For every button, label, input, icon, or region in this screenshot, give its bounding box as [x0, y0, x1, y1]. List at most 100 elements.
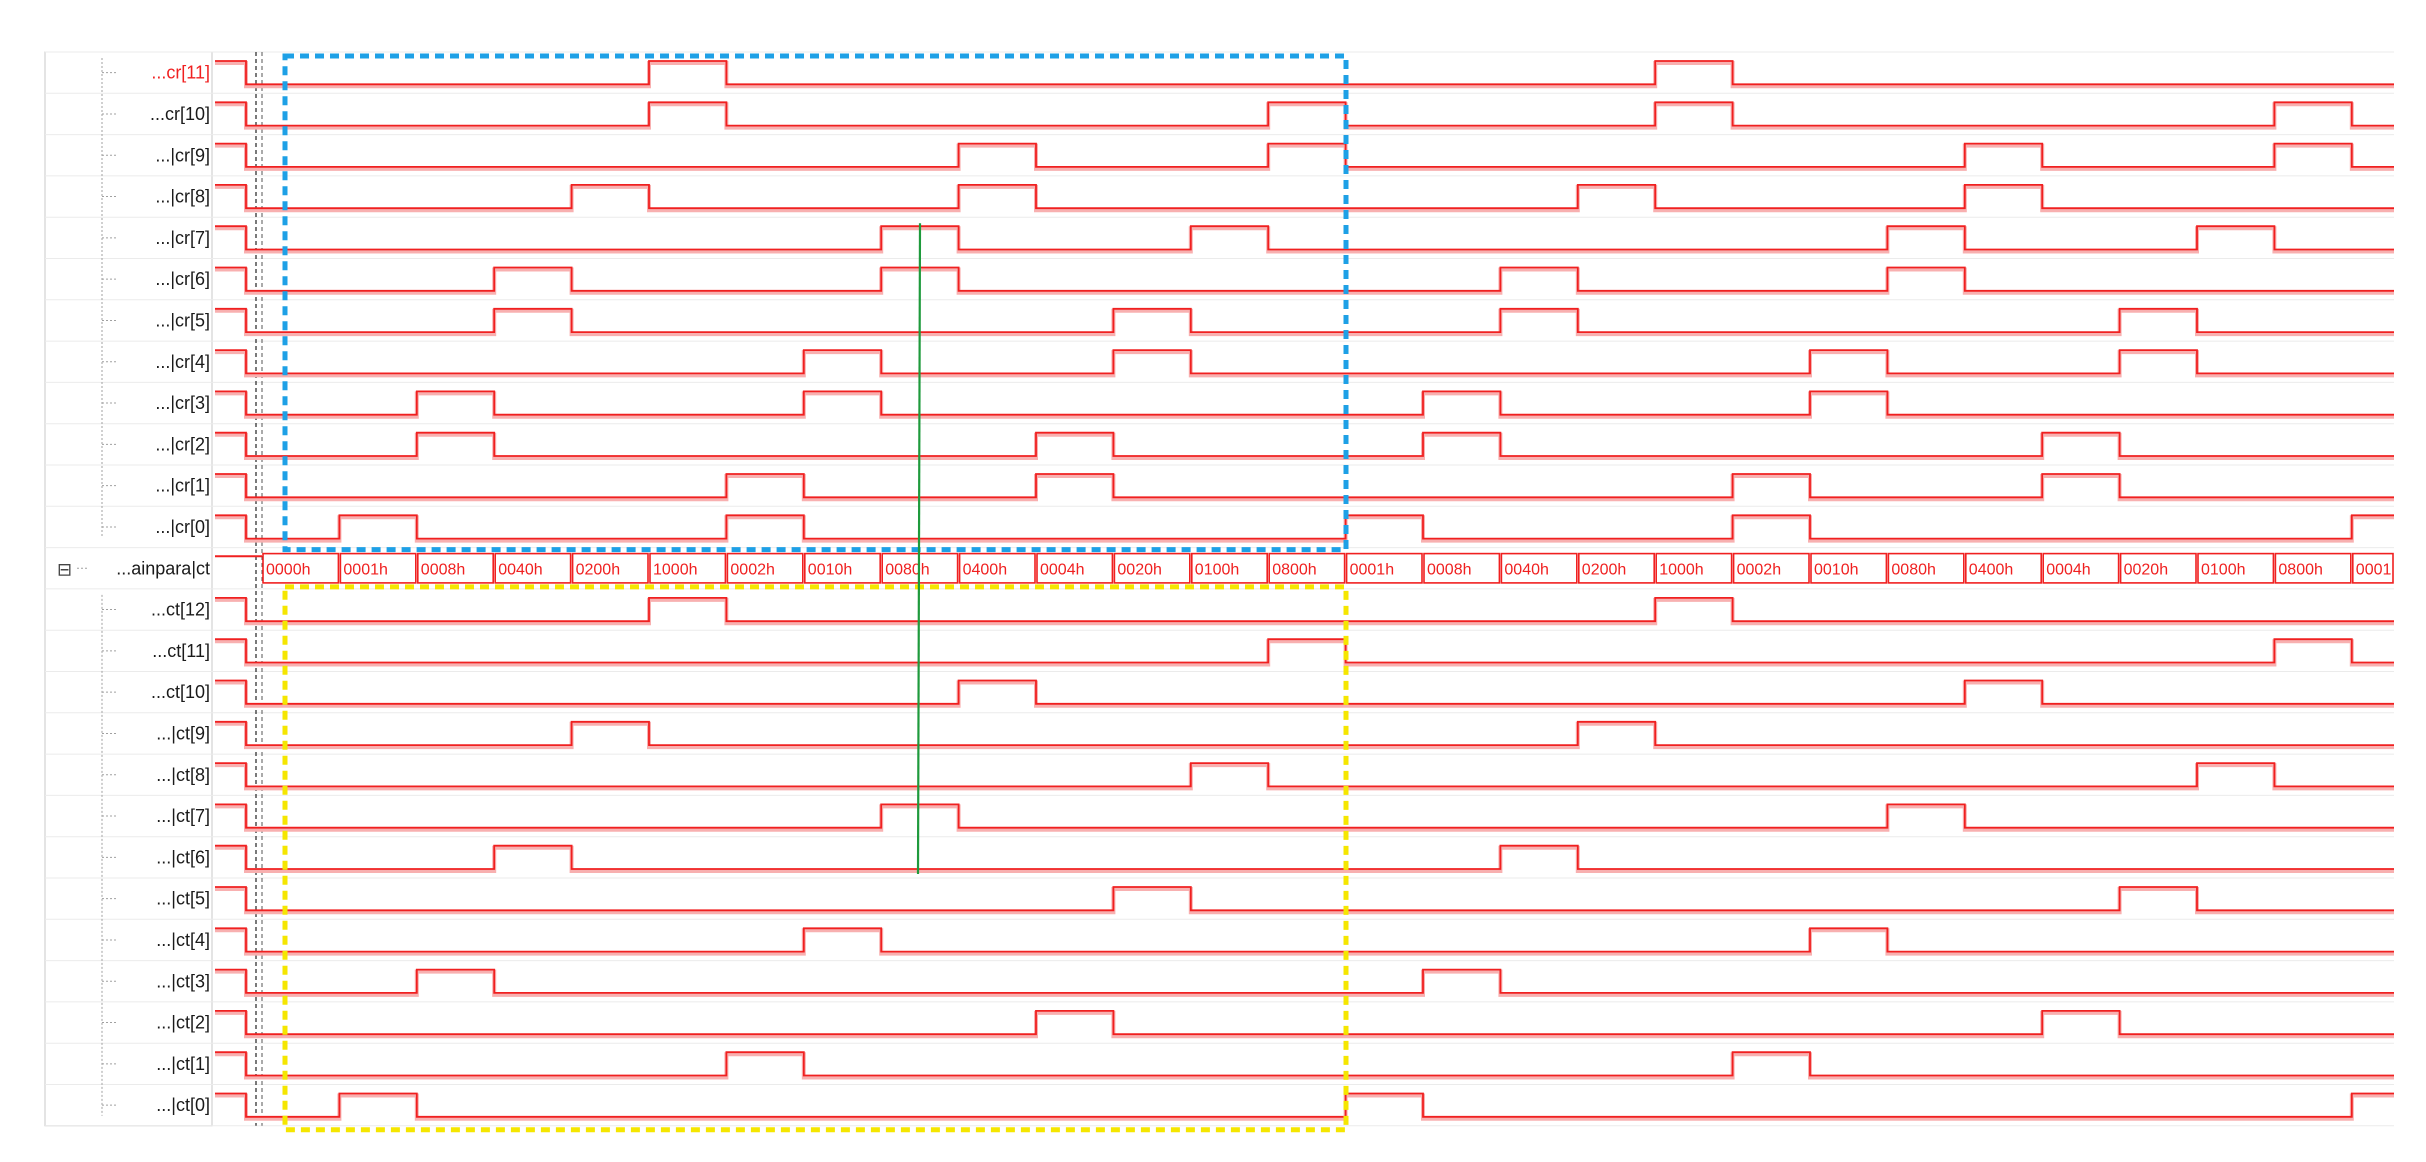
cr-waveform: [215, 431, 2394, 457]
bus-value-label: 0000h: [266, 561, 311, 578]
waveform-shadow: [215, 763, 2394, 791]
waveform-shadow: [215, 391, 2394, 419]
bus-value-cell: [803, 552, 881, 584]
cr-waveform: [215, 225, 2394, 251]
bus-value-cell: [262, 552, 340, 584]
bus-value-cell: [2197, 552, 2275, 584]
bus-value-label: 0400h: [1969, 561, 2014, 578]
bus-value-label: 0010h: [1814, 561, 1859, 578]
bus-value-label: 0020h: [1117, 561, 1162, 578]
bus-signal-label[interactable]: ...ainpara|ct: [116, 558, 210, 578]
bus-value-label: 0800h: [2278, 561, 2323, 578]
bus-value-label: 0040h: [498, 561, 543, 578]
bus-value-cell: [1345, 552, 1423, 584]
waveform-shadow: [215, 928, 2394, 956]
cr-signal-label[interactable]: ...|cr[8]: [155, 187, 210, 207]
ct-waveform: [215, 762, 2394, 788]
cr-signal-label[interactable]: ...|cr[7]: [155, 228, 210, 248]
bus-value-label: 0001h: [1350, 561, 1395, 578]
bus-value-label: 0800h: [1272, 561, 1317, 578]
bus-value-label: 0400h: [963, 561, 1008, 578]
bus-value-label: 0008h: [421, 561, 466, 578]
cr-waveform: [215, 349, 2394, 375]
ct-signal-label[interactable]: ...|ct[1]: [156, 1054, 210, 1074]
bus-value-cell: [1113, 552, 1191, 584]
ct-signal-label[interactable]: ...|ct[6]: [156, 847, 210, 867]
bus-value-label: 0040h: [1504, 561, 1549, 578]
ct-signal-label[interactable]: ...|ct[8]: [156, 765, 210, 785]
ct-signal-label[interactable]: ...ct[11]: [152, 641, 210, 661]
cr-signal-label[interactable]: ...|cr[6]: [155, 269, 210, 289]
ct-waveform: [215, 1092, 2394, 1118]
ct-waveform: [215, 1051, 2394, 1077]
ct-signal-label[interactable]: ...ct[12]: [151, 600, 210, 620]
waveform-shadow: [215, 143, 2394, 171]
waveform-shadow: [215, 267, 2394, 295]
waveform-shadow: [215, 515, 2394, 543]
waveform-shadow: [215, 887, 2394, 915]
ct-signal-label[interactable]: ...|ct[3]: [156, 971, 210, 991]
bus-value-cell: [2119, 552, 2197, 584]
green-cursor[interactable]: [916, 223, 922, 875]
bus-value-label: 0100h: [2201, 561, 2246, 578]
ct-waveform: [215, 886, 2394, 912]
cr-signal-label[interactable]: ...|cr[1]: [155, 476, 210, 496]
cr-waveform: [215, 307, 2394, 333]
bus-value-cell: [2352, 552, 2394, 584]
ct-signal-label[interactable]: ...|ct[4]: [156, 930, 210, 950]
waveform-shadow: [215, 61, 2394, 89]
ct-waveform: [215, 803, 2394, 829]
waveform-shadow: [215, 597, 2394, 626]
bus-value-cell: [1191, 552, 1269, 584]
ct-signal-label[interactable]: ...|ct[9]: [156, 723, 210, 743]
bus-value-label: 0002h: [730, 561, 775, 578]
waveform-shadow: [215, 1010, 2394, 1039]
bus-value-cell: [1810, 552, 1888, 584]
cr-waveform: [215, 473, 2394, 499]
ct-signal-label[interactable]: ...|ct[2]: [156, 1013, 210, 1033]
bus-value-cell: [1887, 552, 1965, 584]
cr-signal-label[interactable]: ...|cr[4]: [155, 352, 210, 372]
cr-waveform: [215, 390, 2394, 416]
ct-signal-label[interactable]: ...|ct[5]: [156, 889, 210, 909]
cr-signal-label[interactable]: ...|cr[5]: [155, 310, 210, 330]
bus-value-cell: [1500, 552, 1578, 584]
cr-signal-label[interactable]: ...|cr[3]: [155, 393, 210, 413]
bus-value-label: 0004h: [1040, 561, 1085, 578]
cr-signal-label[interactable]: ...cr[11]: [151, 63, 210, 83]
bus-value-label: 0008h: [1427, 561, 1472, 578]
bus-value-label: 0001h: [343, 561, 388, 578]
ct-waveform: [215, 720, 2394, 746]
cr-waveform: [215, 60, 2394, 86]
bus-value-label: 1000h: [653, 561, 698, 578]
bus-value-cell: [1268, 552, 1346, 584]
bus-value-cell: [2042, 552, 2120, 584]
ct-waveform: [215, 968, 2394, 994]
bus-value-cell: [1036, 552, 1114, 584]
bus-value-cell: [649, 552, 727, 584]
cr-signal-label[interactable]: ...|cr[9]: [155, 145, 210, 165]
bus-value-cell: [2274, 552, 2352, 584]
bus-expander-icon[interactable]: ⊟: [57, 559, 72, 579]
cr-waveform: [215, 184, 2394, 210]
ct-signal-label[interactable]: ...|ct[7]: [156, 806, 210, 826]
bus-value-cell: [571, 552, 649, 584]
spacer: [285, 56, 1346, 550]
ct-signal-label[interactable]: ...|ct[0]: [156, 1095, 210, 1115]
cr-signal-label[interactable]: ...cr[10]: [150, 104, 210, 124]
bus-value-label: 0080h: [1891, 561, 1936, 578]
bus-value-cell: [726, 552, 804, 584]
bus-value-label: 0100h: [1195, 561, 1240, 578]
bus-value-cell: [1578, 552, 1656, 584]
bus-value-label: 1000h: [1659, 561, 1704, 578]
cr-signal-label[interactable]: ...|cr[0]: [155, 517, 210, 537]
bus-value-label: 0020h: [2124, 561, 2169, 578]
cr-signal-label[interactable]: ...|cr[2]: [155, 434, 210, 454]
ct-waveform: [215, 597, 2394, 623]
waveform-shadow: [215, 432, 2394, 460]
bus-value-label: 0200h: [1582, 561, 1627, 578]
waveform-shadow: [215, 1093, 2394, 1121]
waveform-shadow: [215, 474, 2394, 502]
ct-signal-label[interactable]: ...ct[10]: [151, 682, 210, 702]
